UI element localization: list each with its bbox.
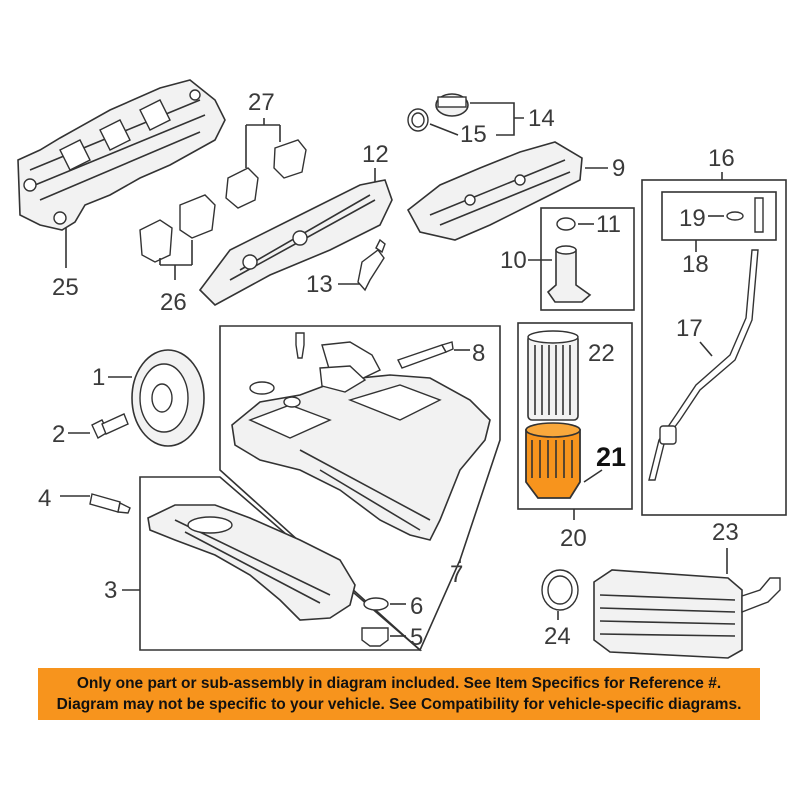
part-27-gaskets bbox=[225, 139, 307, 209]
part-19-seal bbox=[726, 211, 744, 221]
part-3-lower-oil-pan bbox=[147, 504, 356, 621]
box-10-11 bbox=[540, 207, 635, 311]
callout-1: 1 bbox=[92, 364, 105, 391]
callout-23: 23 bbox=[712, 519, 739, 546]
part-7-gasket-b bbox=[319, 365, 367, 393]
leader-17 bbox=[699, 341, 713, 357]
box-16 bbox=[641, 179, 787, 516]
callout-14: 14 bbox=[528, 105, 555, 132]
part-12-valve-cover bbox=[198, 179, 393, 306]
disclaimer-banner: Only one part or sub-assembly in diagram… bbox=[38, 668, 760, 720]
box-20 bbox=[517, 322, 633, 510]
part-22-oil-filter-element bbox=[527, 330, 579, 421]
part-15-seal bbox=[407, 108, 429, 132]
disclaimer-line-1: Only one part or sub-assembly in diagram… bbox=[76, 675, 722, 692]
callout-8: 8 bbox=[472, 340, 485, 367]
part-6-washer bbox=[363, 597, 389, 611]
callout-5: 5 bbox=[410, 624, 423, 651]
part-10-oil-filter-housing bbox=[546, 245, 592, 303]
part-11-seal bbox=[556, 217, 576, 231]
part-7-seal bbox=[249, 381, 275, 395]
part-14-oil-filler-cap bbox=[435, 93, 469, 117]
callout-11: 11 bbox=[596, 211, 621, 238]
callout-10: 10 bbox=[500, 247, 527, 274]
callout-17: 17 bbox=[676, 315, 703, 342]
callout-22: 22 bbox=[588, 340, 615, 367]
part-7-bolt bbox=[295, 332, 305, 359]
part-18-dipstick-tube-end bbox=[754, 197, 764, 233]
callout-26: 26 bbox=[160, 289, 187, 316]
part-24-seal-inner bbox=[547, 575, 573, 605]
part-26-gaskets bbox=[139, 194, 216, 263]
part-13-sealant-tube bbox=[357, 238, 386, 292]
part-25-intake-manifold bbox=[17, 79, 226, 231]
leader-26 bbox=[159, 240, 193, 280]
callout-2: 2 bbox=[52, 421, 65, 448]
part-5-drain-plug bbox=[361, 627, 389, 647]
disclaimer-line-2: Diagram may not be specific to your vehi… bbox=[56, 696, 742, 713]
callout-7: 7 bbox=[450, 561, 463, 588]
part-7-upper-oil-pan bbox=[231, 374, 491, 541]
callout-18: 18 bbox=[682, 251, 709, 278]
callout-27: 27 bbox=[248, 89, 275, 116]
callout-24: 24 bbox=[544, 623, 571, 650]
callout-12: 12 bbox=[362, 141, 389, 168]
callout-4: 4 bbox=[38, 485, 51, 512]
callout-19: 19 bbox=[679, 205, 706, 232]
part-9-cover bbox=[406, 141, 583, 241]
callout-21: 21 bbox=[596, 442, 626, 472]
callout-15: 15 bbox=[460, 121, 487, 148]
callout-6: 6 bbox=[410, 593, 423, 620]
part-2-pulley-bolt bbox=[91, 413, 129, 440]
box-18 bbox=[661, 191, 777, 241]
leader-27 bbox=[245, 118, 281, 168]
part-8-sealant-tube bbox=[397, 341, 454, 369]
box-3 bbox=[139, 476, 423, 651]
callout-16: 16 bbox=[708, 145, 735, 172]
part-4-sealant-tube bbox=[89, 493, 131, 514]
part-21-oil-filter-cap[interactable] bbox=[525, 422, 581, 499]
callout-20: 20 bbox=[560, 525, 587, 552]
callout-13: 13 bbox=[306, 271, 333, 298]
leader-14-15 bbox=[429, 102, 524, 136]
callout-3: 3 bbox=[104, 577, 117, 604]
part-1-crankshaft-pulley bbox=[131, 349, 205, 447]
part-17-dipstick-tube bbox=[648, 249, 759, 481]
callout-9: 9 bbox=[612, 155, 625, 182]
leader-21 bbox=[583, 469, 603, 483]
callout-25: 25 bbox=[52, 274, 79, 301]
part-7-oring bbox=[283, 396, 301, 408]
part-23-oil-cooler bbox=[593, 569, 781, 659]
